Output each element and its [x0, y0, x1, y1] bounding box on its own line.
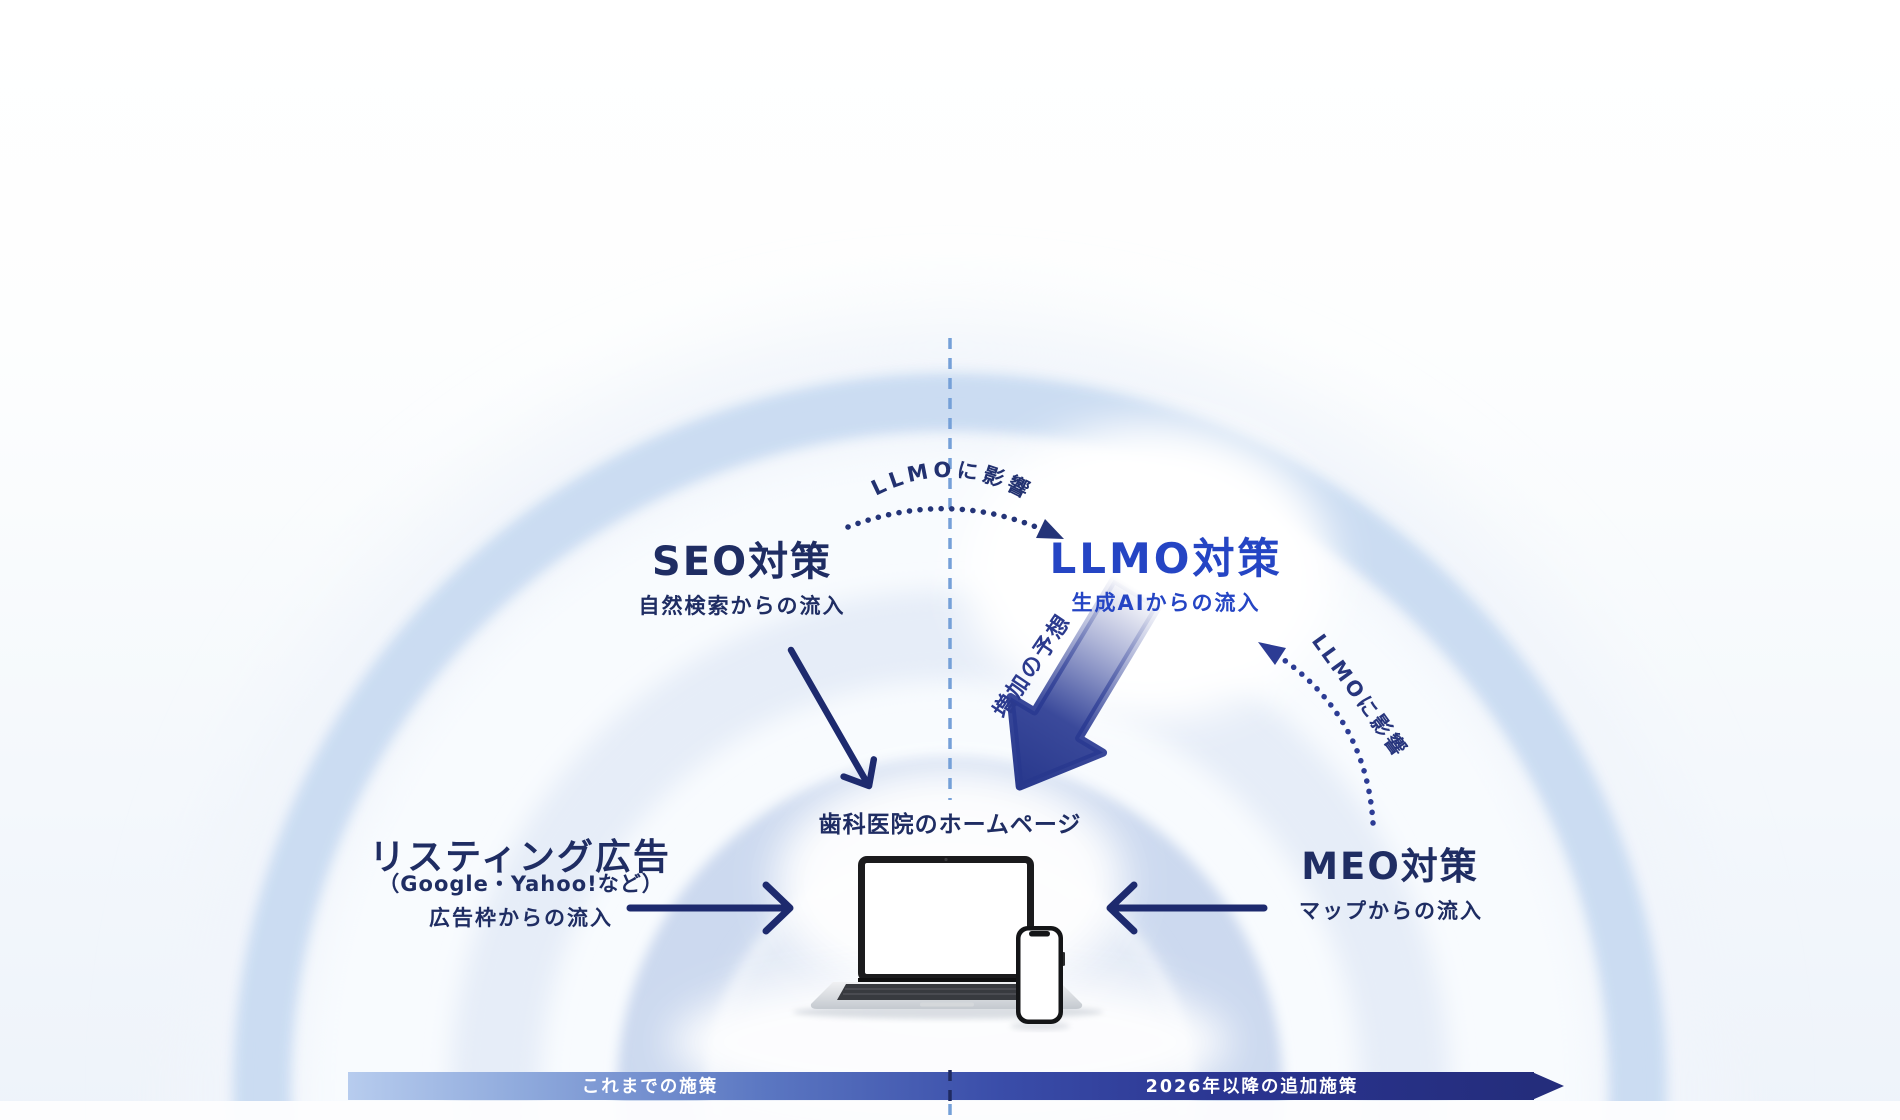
phone-illustration [1010, 926, 1070, 1030]
laptop-screen [865, 863, 1027, 974]
listing-title: リスティング広告 [369, 837, 671, 878]
laptop-keyboard [837, 984, 1056, 1000]
laptop-trackpad-notch [920, 1002, 974, 1007]
seo-title: SEO対策 [651, 539, 833, 585]
llmo-subtitle: 生成AIからの流入 [1071, 591, 1261, 615]
laptop-camera-dot [944, 857, 948, 862]
laptop-illustration [793, 856, 1103, 1030]
laptop-hinge [858, 978, 1034, 982]
listing-note: （Google・Yahoo!など） [378, 872, 664, 896]
homepage-label: 歯科医院のホームページ [818, 812, 1082, 838]
llmo-title: LLMO対策 [1049, 534, 1283, 583]
influence-arc-right [1258, 642, 1376, 826]
timeline-bar-arrow-tip [1532, 1072, 1564, 1100]
timeline-bar [348, 1072, 1564, 1100]
arrowhead-right-arc [1258, 642, 1286, 665]
meo-subtitle: マップからの流入 [1299, 899, 1483, 923]
increase-arrow [1006, 575, 1163, 791]
phone-screen [1020, 930, 1059, 1020]
seo-subtitle: 自然検索からの流入 [638, 594, 846, 618]
phone-notch [1029, 931, 1050, 937]
listing-arrow [626, 881, 794, 935]
timeline-past-label: これまでの施策 [581, 1077, 719, 1097]
timeline-bar-body [348, 1072, 1534, 1100]
seo-arrow [787, 646, 878, 790]
meo-arrow [1106, 881, 1268, 935]
phone-side-button [1062, 952, 1065, 966]
listing-subtitle: 広告枠からの流入 [429, 906, 613, 930]
meo-title: MEO対策 [1301, 845, 1479, 888]
timeline-future-label: 2026年以降の追加施策 [1145, 1077, 1359, 1097]
influence-arc-top [845, 505, 1064, 539]
arrowhead-top-arc [1036, 519, 1064, 539]
